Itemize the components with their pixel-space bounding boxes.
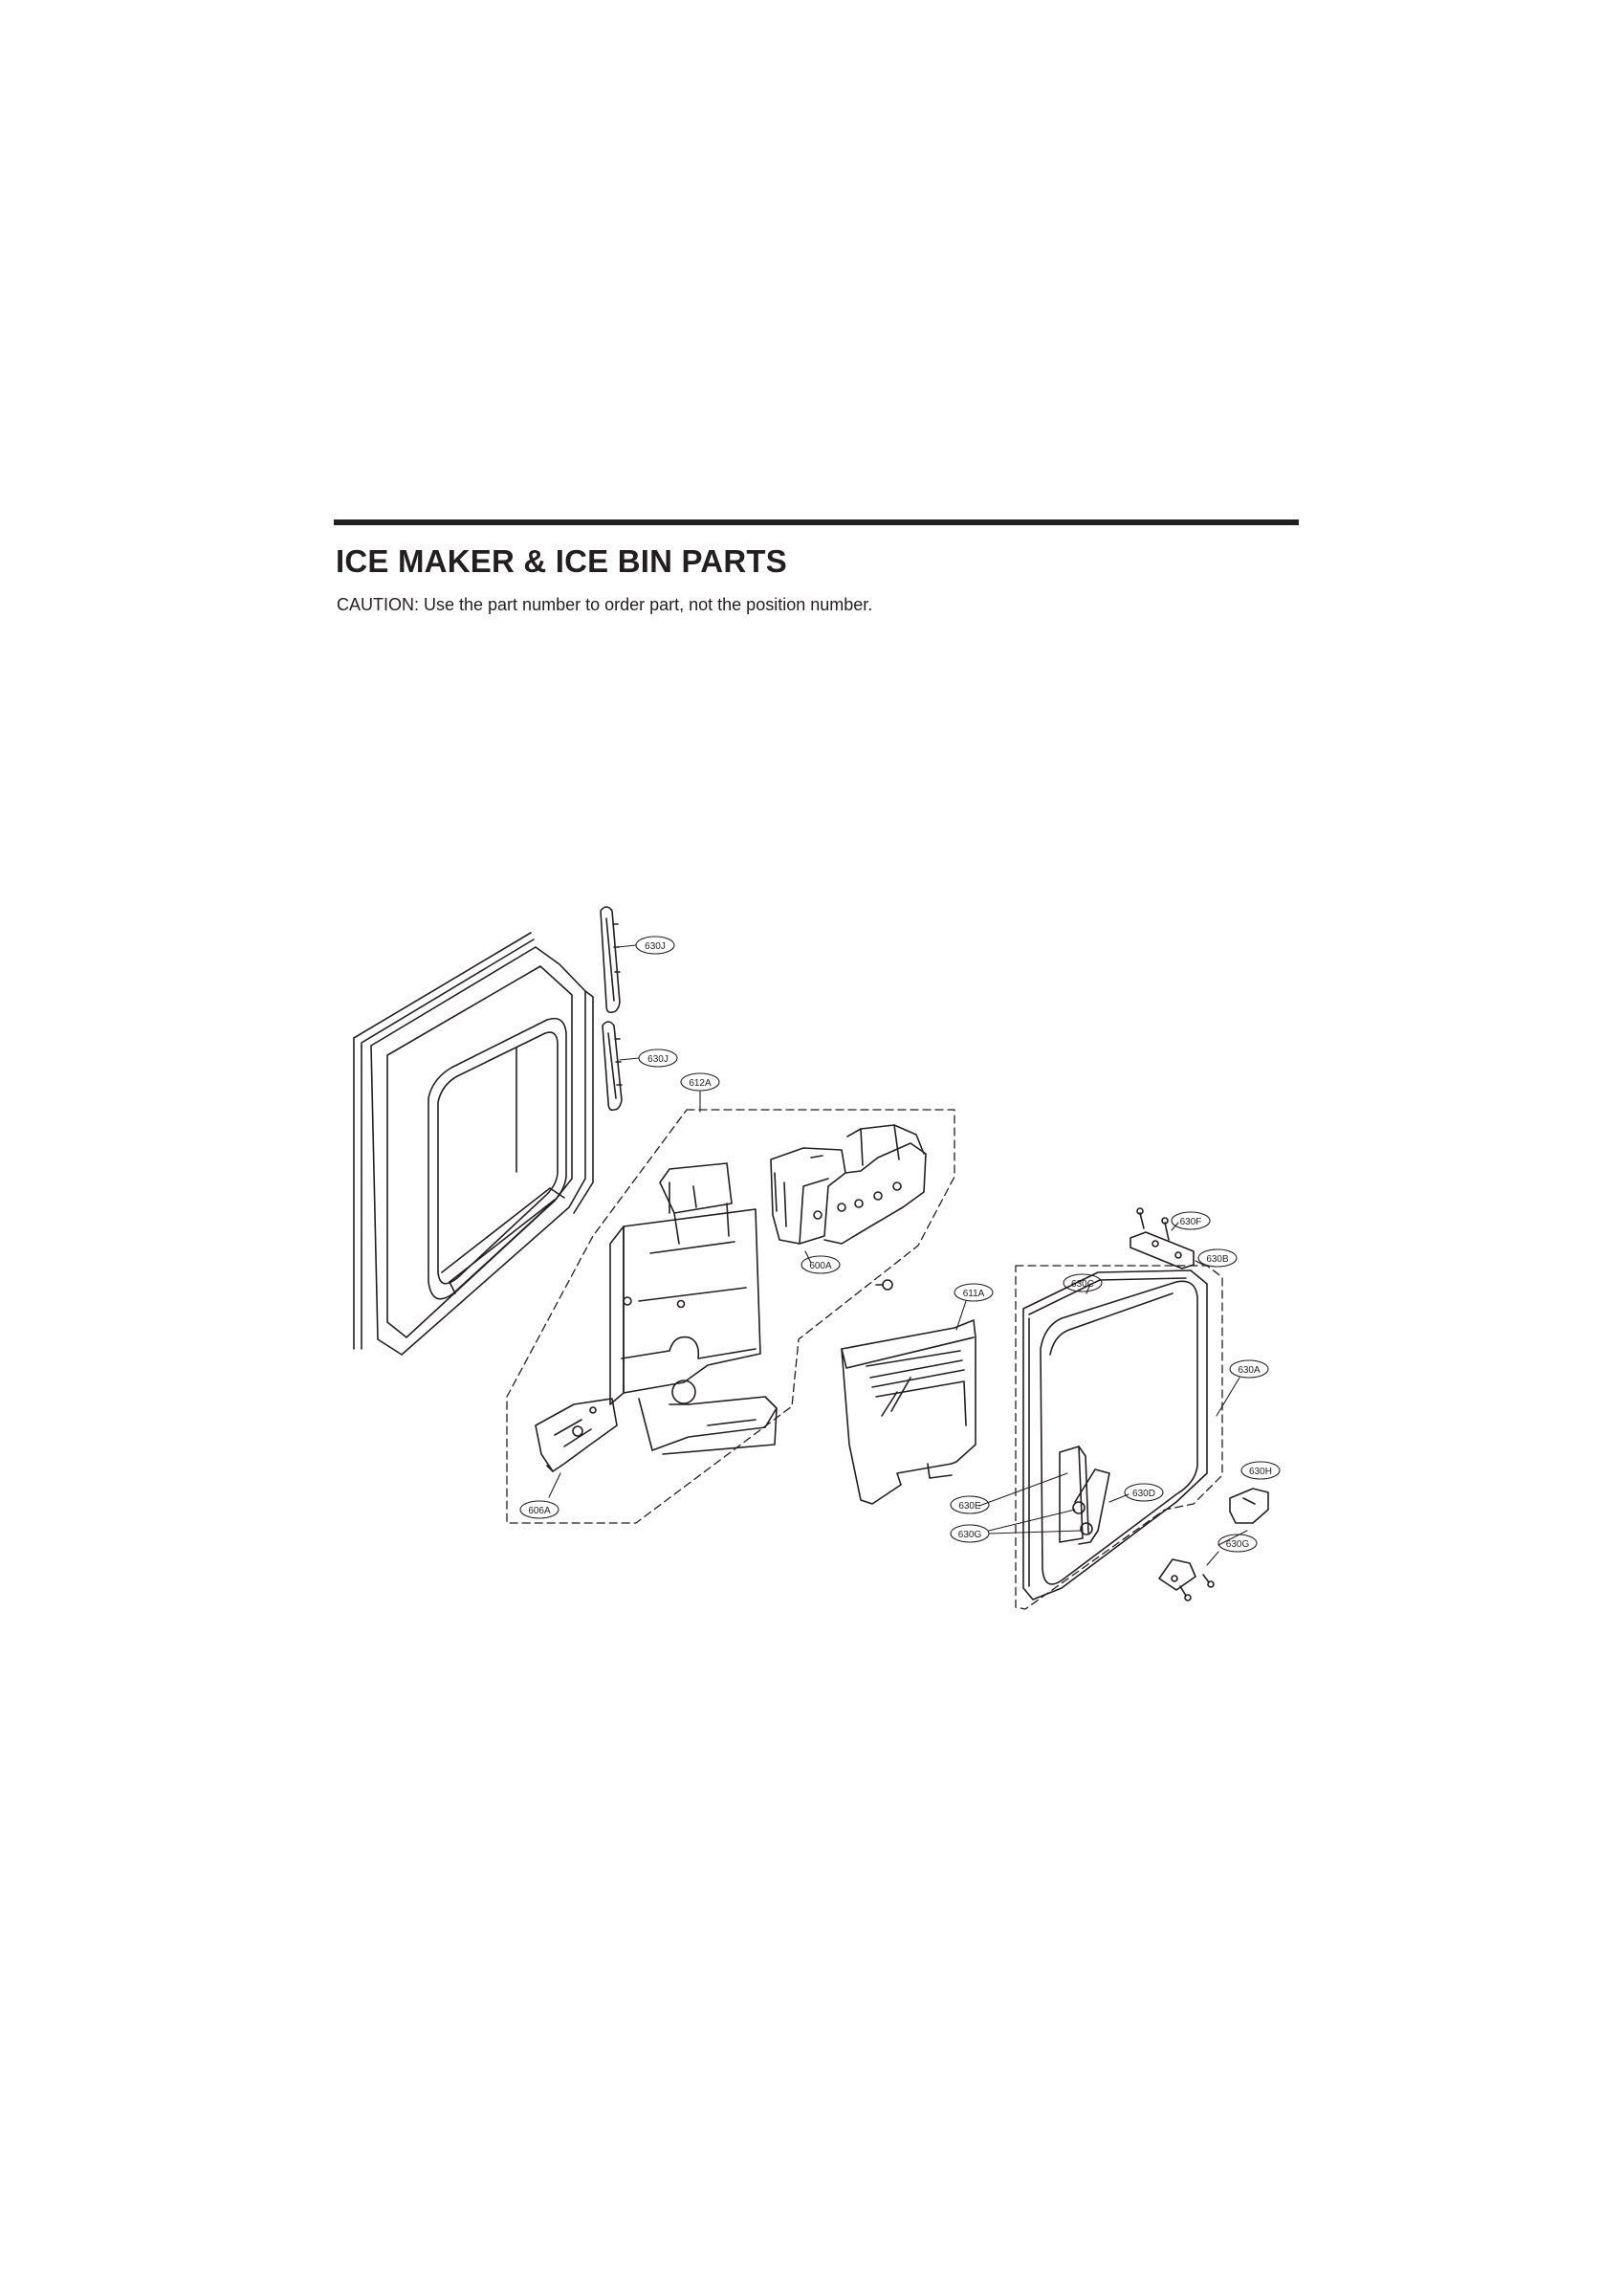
part-630D-handle xyxy=(1059,1446,1110,1545)
part-630H xyxy=(1229,1488,1269,1524)
part-ice-maker-bracket xyxy=(609,1162,778,1455)
callout-630E: 630E xyxy=(958,1501,981,1512)
callout-630G-right: 630G xyxy=(1226,1539,1250,1550)
callout-600A: 600A xyxy=(809,1261,832,1271)
callout-630C: 630C xyxy=(1071,1279,1094,1290)
callout-630H: 630H xyxy=(1249,1467,1272,1477)
part-606A xyxy=(535,1398,618,1472)
callout-612A: 612A xyxy=(689,1078,712,1089)
part-611A-ice-bin-cover xyxy=(841,1319,976,1505)
callout-630B: 630B xyxy=(1206,1254,1229,1265)
header-rule xyxy=(334,519,1299,525)
leader-lines xyxy=(548,944,1248,1566)
part-630B-hinge xyxy=(1130,1207,1195,1269)
callout-ovals xyxy=(519,936,1281,1553)
part-screw xyxy=(875,1279,893,1291)
group-boundary-612A xyxy=(506,1109,955,1524)
callout-630A: 630A xyxy=(1238,1365,1261,1376)
part-630A-ice-bin xyxy=(1022,1269,1208,1601)
callout-630F: 630F xyxy=(1180,1217,1202,1227)
part-630J-lower-gasket xyxy=(602,1021,623,1112)
page-title: ICE MAKER & ICE BIN PARTS xyxy=(336,543,787,579)
group-boundary-ice-bin xyxy=(1015,1265,1223,1610)
callout-606A: 606A xyxy=(528,1506,551,1516)
callout-630J-upper: 630J xyxy=(645,941,666,952)
part-600A-ice-maker xyxy=(770,1124,927,1245)
callout-630G-left: 630G xyxy=(958,1530,982,1540)
callout-611A: 611A xyxy=(963,1289,985,1299)
callout-630J-lower: 630J xyxy=(647,1054,669,1065)
part-630G xyxy=(1158,1558,1215,1601)
part-630J-upper-gasket xyxy=(600,906,621,1014)
caution-note: CAUTION: Use the part number to order pa… xyxy=(337,595,873,614)
door-frame xyxy=(353,932,594,1356)
callout-630D: 630D xyxy=(1132,1489,1155,1499)
